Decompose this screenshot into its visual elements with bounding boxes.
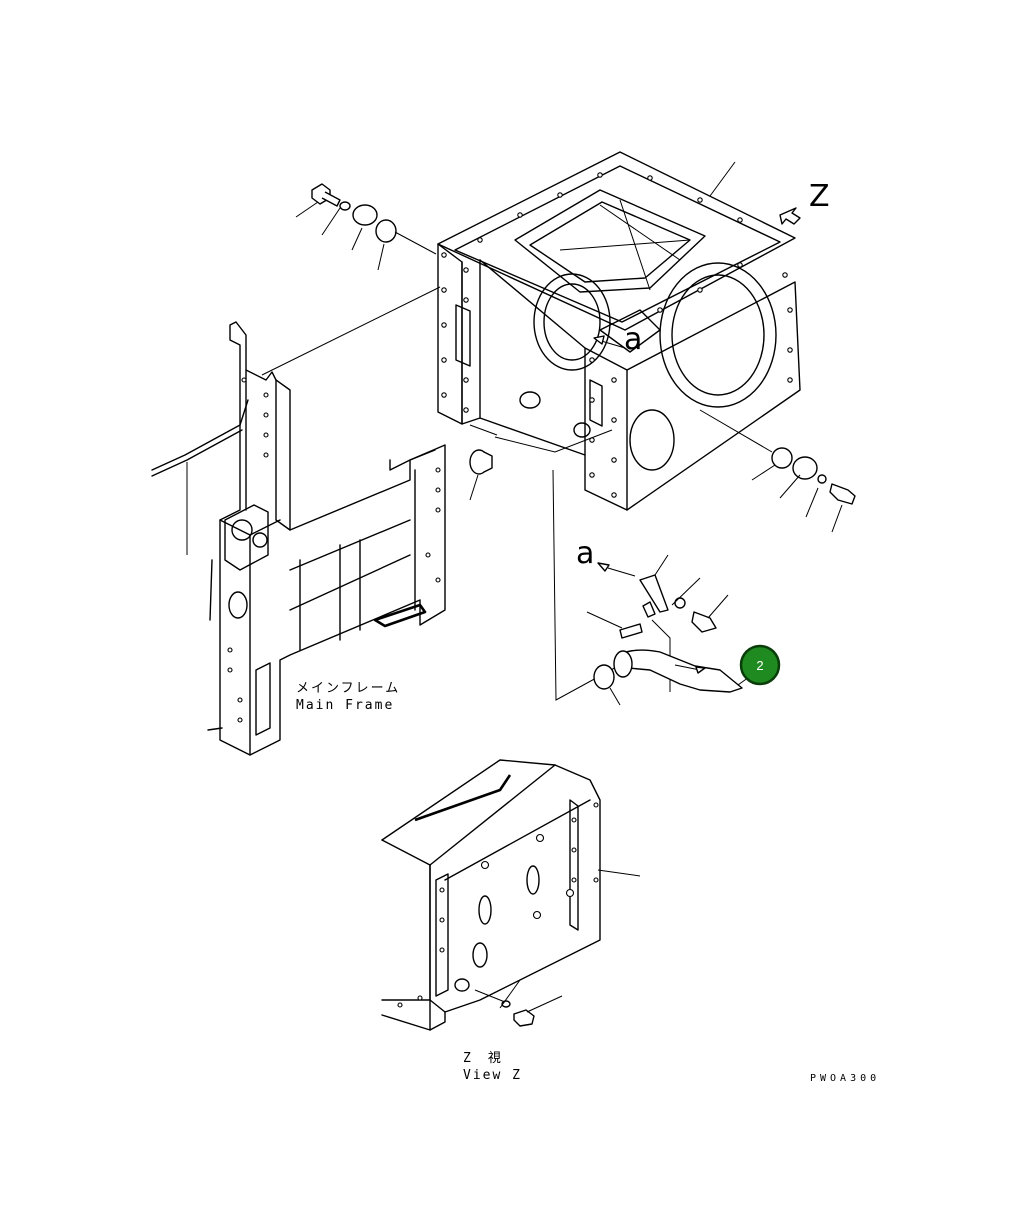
view-label-en: View Z — [463, 1068, 522, 1083]
pipe-assembly — [552, 469, 757, 706]
drain-plug — [469, 424, 613, 501]
detail-arrow-icon — [597, 562, 610, 572]
part-callout-2[interactable]: 2 — [739, 644, 781, 686]
callout-number[interactable]: 2 — [756, 658, 763, 673]
view-arrow-letter: Z — [809, 179, 830, 214]
top-fastener-set — [295, 183, 437, 271]
main-frame-label-en: Main Frame — [296, 698, 394, 713]
housing-assembly — [437, 151, 801, 511]
detail-letter-top: a — [624, 322, 642, 357]
main-frame-label-jp: メインフレーム — [296, 681, 400, 696]
detail-arrow-icon — [593, 335, 605, 345]
view-label-jp: Z 視 — [463, 1051, 503, 1066]
right-fastener-set — [699, 409, 856, 533]
detail-letter-bottom: a — [576, 536, 594, 571]
callout-badge[interactable] — [739, 644, 781, 686]
view-arrow-icon — [779, 207, 801, 225]
frame-holes — [227, 377, 441, 723]
drawing-code: PWOA300 — [810, 1073, 880, 1084]
view-z-holes — [397, 802, 599, 1008]
main-frame — [151, 286, 446, 756]
housing-holes — [441, 172, 793, 498]
view-z-drawing — [381, 759, 641, 1031]
